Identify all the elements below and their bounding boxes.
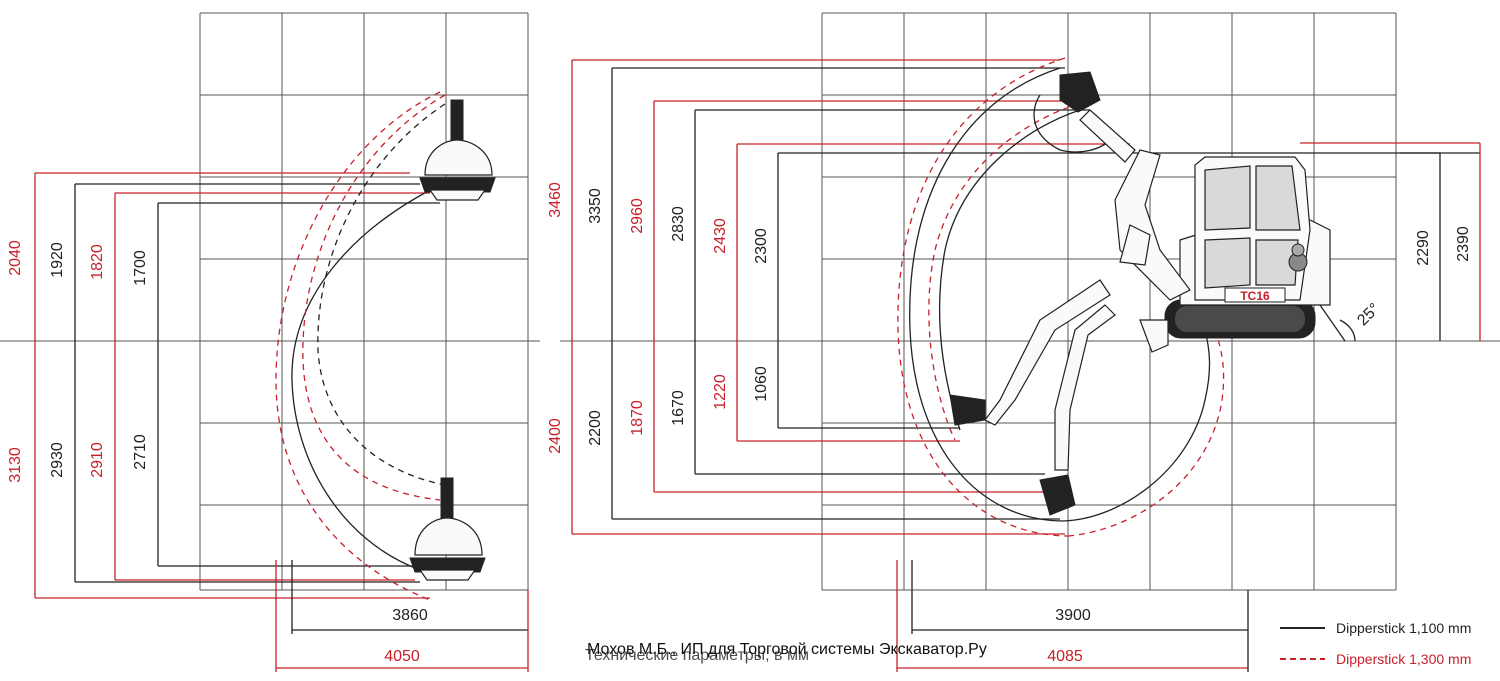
left-grid — [0, 12, 540, 591]
left-reach-3860: 3860 — [392, 607, 428, 624]
right-height-2960: 2960 — [629, 198, 646, 234]
left-dimension-lines — [34, 172, 529, 672]
right-height-labels: 3460 3350 2960 2830 2430 2300 2400 2200 … — [547, 182, 1472, 665]
footer-caption: Технические параметры, в мм — [585, 647, 809, 664]
right-height-2830: 2830 — [670, 206, 687, 242]
approach-angle-indicator: 25° — [1319, 300, 1383, 342]
left-height-1820: 1820 — [89, 244, 106, 280]
right-height-2290: 2290 — [1415, 230, 1432, 266]
right-depth-1220: 1220 — [712, 374, 729, 410]
right-reach-arcs — [897, 57, 1225, 537]
footer: Технические параметры, в мм Мохов М.Б., … — [585, 641, 987, 664]
right-grid — [560, 12, 1500, 591]
right-reach-3900: 3900 — [1055, 607, 1091, 624]
left-depth-2910: 2910 — [89, 442, 106, 478]
left-height-1920: 1920 — [49, 242, 66, 278]
left-reach-arcs — [275, 91, 446, 601]
right-depth-2200: 2200 — [587, 410, 604, 446]
legend-black-label: Dipperstick 1,100 mm — [1336, 620, 1471, 636]
right-height-2300: 2300 — [753, 228, 770, 264]
approach-angle-label: 25° — [1354, 300, 1383, 329]
footer-credit: Мохов М.Б., ИП для Торговой системы Экск… — [587, 641, 987, 658]
left-depth-3130: 3130 — [7, 447, 24, 483]
legend: Dipperstick 1,100 mm Dipperstick 1,300 m… — [1280, 620, 1471, 667]
right-depth-2400: 2400 — [547, 418, 564, 454]
right-reach-4085: 4085 — [1047, 648, 1083, 665]
machine-model-badge: TC16 — [1240, 289, 1270, 303]
right-depth-1670: 1670 — [670, 390, 687, 426]
left-height-2040: 2040 — [7, 240, 24, 276]
excavator-machine: TC16 — [949, 71, 1331, 516]
right-height-2390: 2390 — [1455, 226, 1472, 262]
right-height-2430: 2430 — [712, 218, 729, 254]
right-depth-1870: 1870 — [629, 400, 646, 436]
right-height-3460: 3460 — [547, 182, 564, 218]
left-depth-2930: 2930 — [49, 442, 66, 478]
right-depth-1060: 1060 — [753, 366, 770, 402]
left-depth-2710: 2710 — [132, 434, 149, 470]
legend-red-label: Dipperstick 1,300 mm — [1336, 651, 1471, 667]
left-reach-4050: 4050 — [384, 648, 420, 665]
bottom-grab-bucket — [409, 477, 486, 581]
left-height-1700: 1700 — [132, 250, 149, 286]
right-dimension-lines — [571, 59, 1481, 672]
right-height-3350: 3350 — [587, 188, 604, 224]
left-height-labels: 2040 1920 1820 1700 3130 2930 2910 2710 … — [7, 240, 428, 665]
top-grab-bucket — [419, 99, 496, 201]
